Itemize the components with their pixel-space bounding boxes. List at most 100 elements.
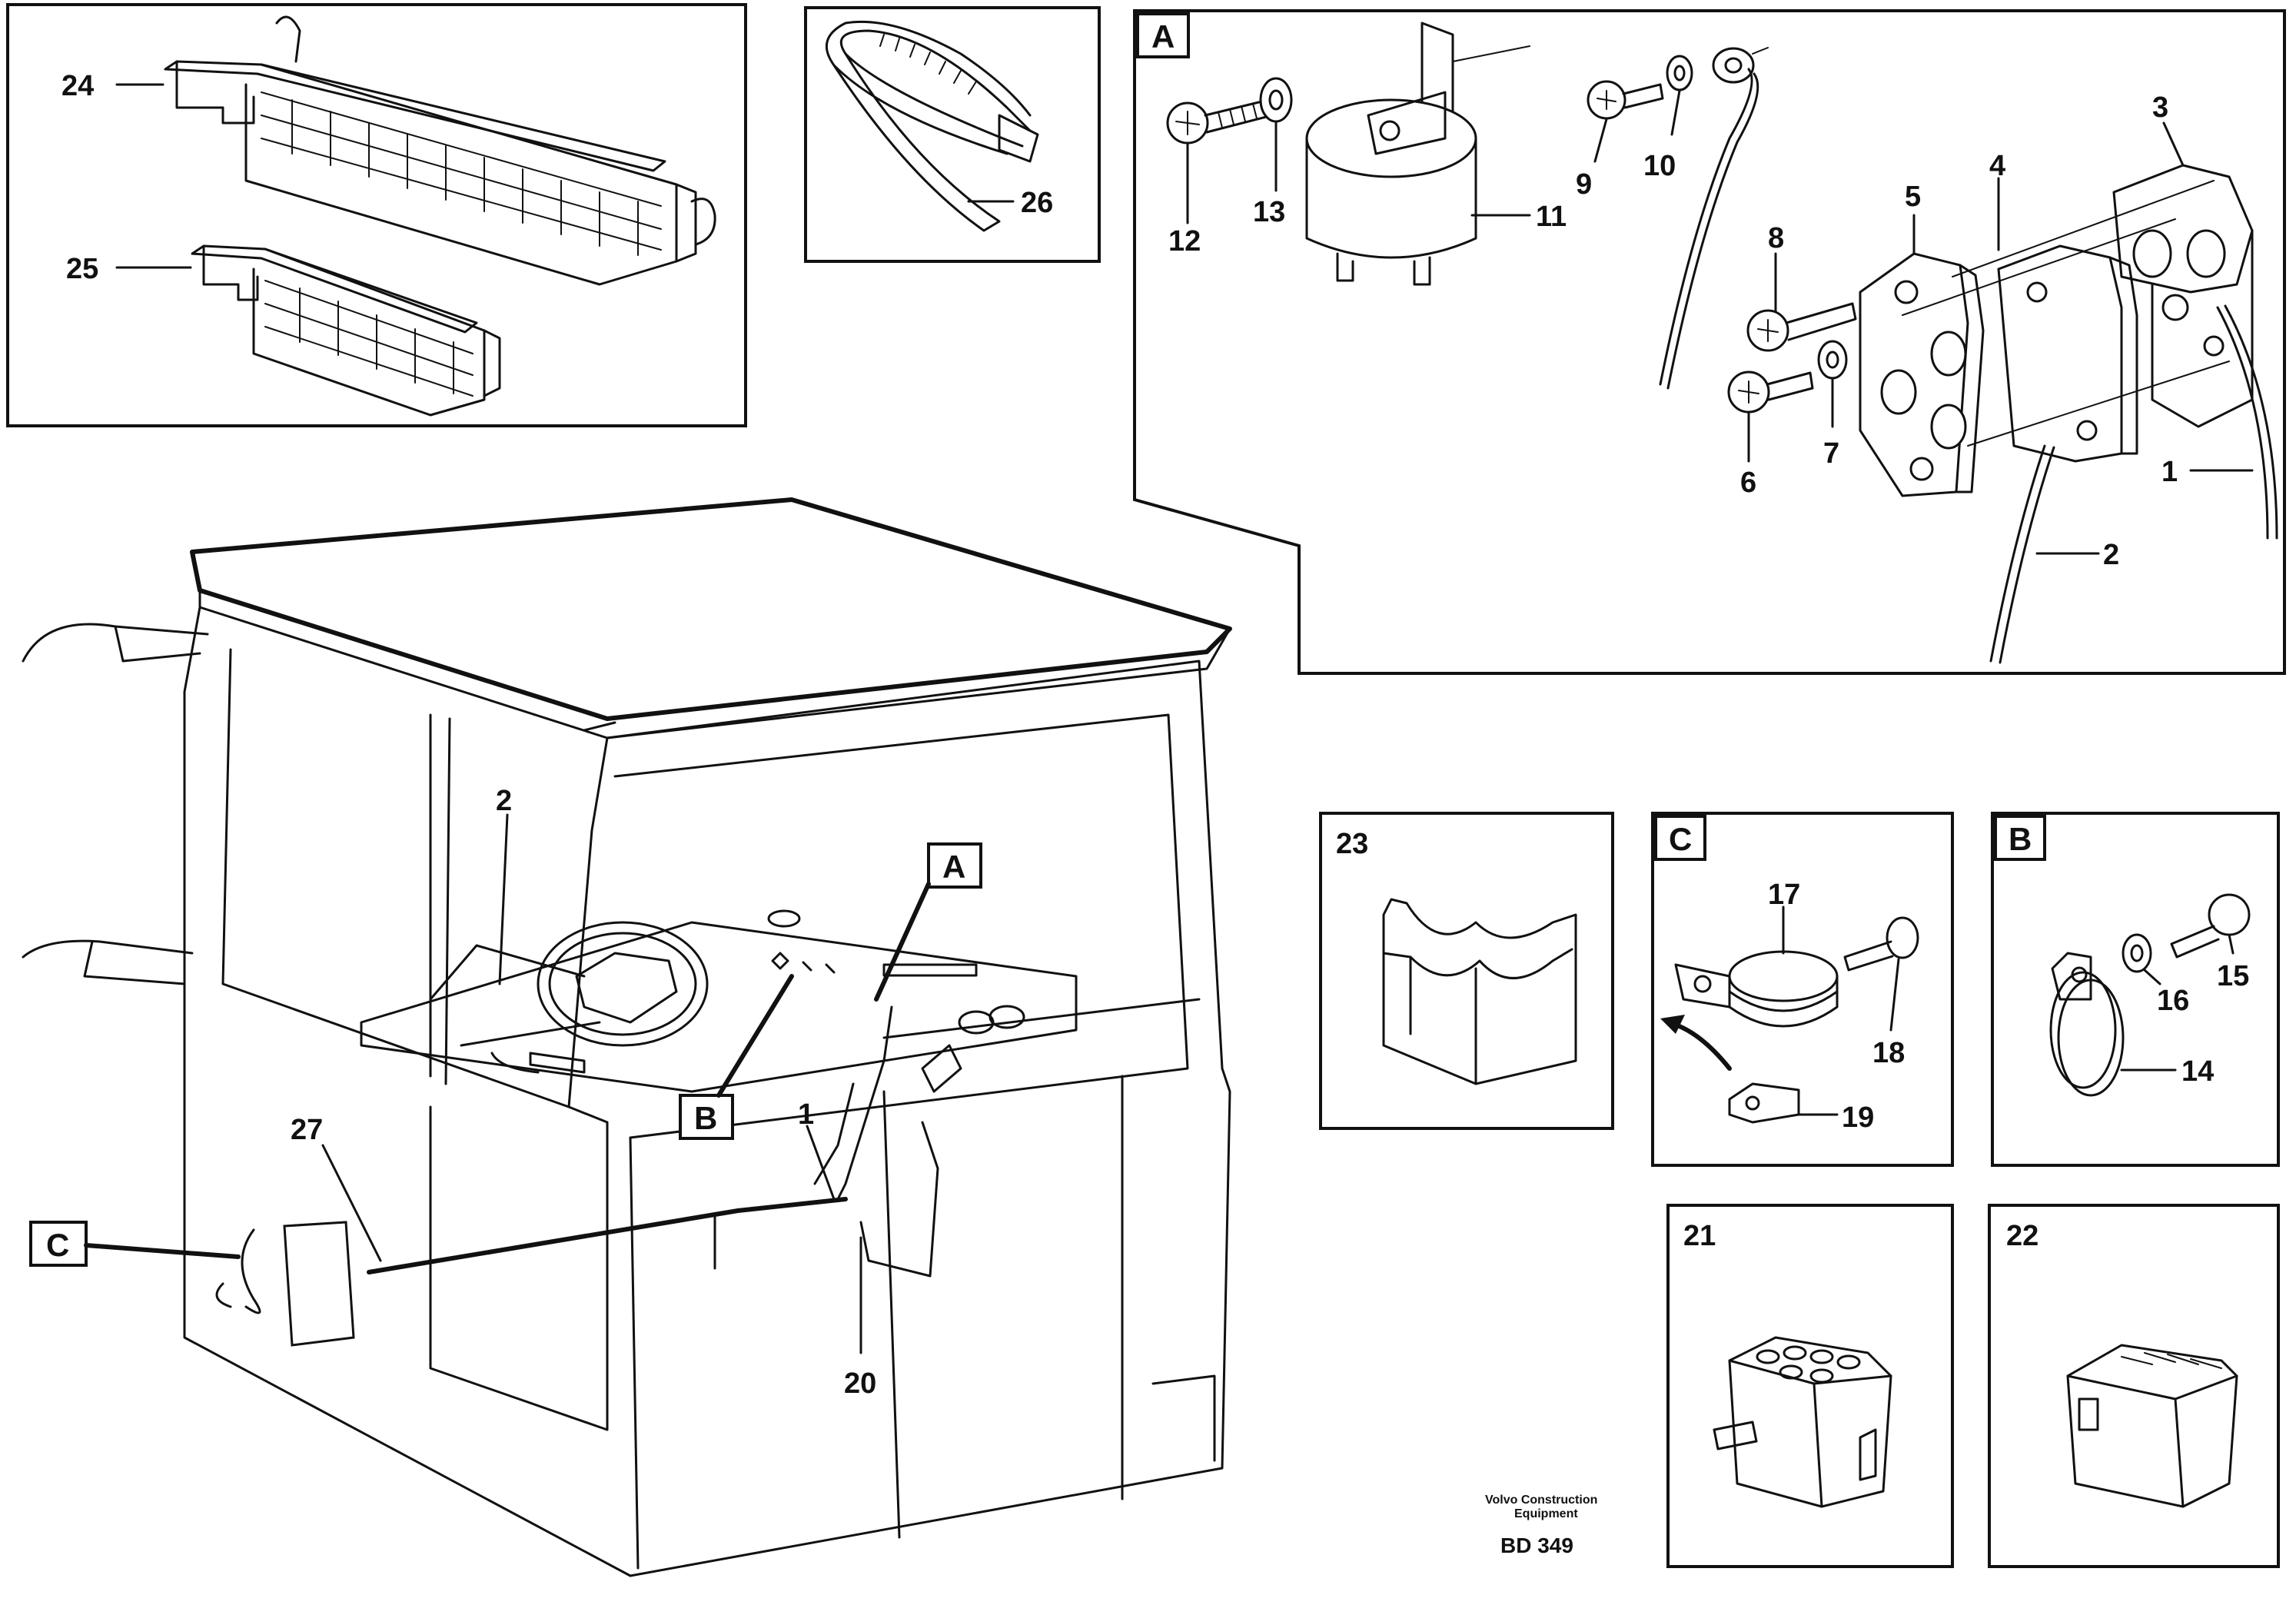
- panel-part-22: 22: [1988, 1204, 2280, 1568]
- washer-7-drawing: [1817, 340, 1848, 380]
- footer-company-line1: Volvo Construction: [1485, 1494, 1597, 1507]
- leader-tag-b: [716, 974, 794, 1098]
- spacer-4-drawing: [1997, 244, 2138, 463]
- detail-a-tag: [1136, 12, 1190, 58]
- screw-15-drawing: [2170, 893, 2251, 959]
- callout-2: 2: [2103, 539, 2119, 571]
- callout-11: 11: [1536, 201, 1567, 233]
- screw-8-drawing: [1746, 302, 1857, 352]
- leader-18: [1889, 958, 1900, 1032]
- callout-16: 16: [2157, 985, 2189, 1017]
- callout-21: 21: [1683, 1220, 1716, 1252]
- panel-detail-c: C 17 18 19: [1651, 812, 1954, 1167]
- detail-a-panel: A 12 13 11: [1133, 9, 2286, 675]
- callout-14: 14: [2181, 1055, 2214, 1088]
- panel-part-23: 23: [1319, 812, 1614, 1130]
- cab-tag-a: [927, 842, 982, 889]
- callout-24: 24: [61, 70, 94, 102]
- panel-frame: [1651, 812, 1954, 1167]
- callout-25: 25: [66, 253, 98, 285]
- panel-frame: [1666, 1204, 1954, 1568]
- callout-6: 6: [1740, 467, 1756, 499]
- connector-21-drawing: [1713, 1336, 1892, 1508]
- leader-15: [2228, 933, 2235, 955]
- callout-3: 3: [2152, 91, 2168, 124]
- footer-drawing-code: BD 349: [1500, 1534, 1573, 1557]
- callout-23: 23: [1336, 828, 1368, 860]
- clip-14-drawing: [2049, 952, 2125, 1097]
- plate-5-drawing: [1859, 252, 1985, 497]
- leader-27: [321, 1144, 382, 1262]
- callout-4: 4: [1989, 150, 2005, 182]
- screw-9-drawing: [1587, 80, 1664, 120]
- cab-tag-c: [29, 1221, 88, 1267]
- callout-cab-1: 1: [798, 1098, 814, 1131]
- footer: Volvo Construction Equipment BD 349: [1485, 1494, 1597, 1557]
- bracket-3-drawing: [1989, 164, 2278, 664]
- callout-22: 22: [2006, 1220, 2038, 1252]
- callout-cab-2: 2: [496, 785, 512, 817]
- panel-part-21: 21: [1666, 1204, 1954, 1568]
- screw-18-drawing: [1843, 916, 1919, 972]
- callout-18: 18: [1872, 1037, 1905, 1069]
- callout-8: 8: [1768, 222, 1784, 254]
- detail-b-label: B: [2009, 821, 2032, 857]
- washer-10-drawing: [1666, 55, 1693, 91]
- footer-company-line2: Equipment: [1514, 1507, 1578, 1520]
- detail-c-label: C: [1669, 821, 1692, 857]
- callout-27: 27: [291, 1114, 323, 1146]
- leader-tag-a: [874, 882, 931, 1002]
- screw-6-drawing: [1727, 371, 1814, 414]
- panel-frame: [1133, 9, 2286, 675]
- callout-26: 26: [1021, 187, 1053, 219]
- panel-frame: [804, 6, 1101, 263]
- washer-13-drawing: [1259, 77, 1293, 123]
- callout-1: 1: [2161, 456, 2178, 488]
- cab-drawing: [22, 497, 1232, 1577]
- panel-frame: [1319, 812, 1614, 1130]
- part-23-drawing: [1382, 898, 1577, 1085]
- callout-9: 9: [1576, 168, 1592, 201]
- panel-frame: [1988, 1204, 2280, 1568]
- callout-10: 10: [1643, 150, 1676, 182]
- detail-c-tag: [1654, 815, 1706, 861]
- connector-25-drawing: [191, 244, 501, 417]
- connector-22-drawing: [2066, 1344, 2238, 1508]
- panel-frame: [6, 3, 747, 427]
- leader-tag-c: [84, 1243, 241, 1259]
- callout-20: 20: [844, 1367, 876, 1400]
- leader-cab-2: [498, 813, 509, 985]
- nut-19-drawing: [1728, 1082, 1800, 1124]
- detail-b-tag: [1994, 815, 2046, 861]
- ring-terminal-drawing: [1659, 47, 1769, 390]
- cab-tag-b: [679, 1094, 734, 1140]
- callout-12: 12: [1168, 225, 1201, 258]
- washer-16-drawing: [2122, 933, 2152, 973]
- callout-19: 19: [1842, 1102, 1874, 1134]
- screw-12-drawing: [1166, 98, 1274, 145]
- panel-cable-tie-26: 26: [804, 6, 1101, 263]
- clamp-17-drawing: [1674, 950, 1839, 1028]
- callout-17: 17: [1768, 879, 1800, 911]
- panel-frame: [1991, 812, 2280, 1167]
- panel-connectors-24-25: 24 25: [6, 3, 747, 427]
- leader-9: [1593, 118, 1608, 163]
- relay-11-drawing: [1305, 22, 1530, 286]
- callout-13: 13: [1253, 196, 1285, 228]
- leader-10: [1670, 89, 1681, 136]
- leader-3: [2162, 121, 2185, 167]
- leader-cab-1: [806, 1125, 836, 1201]
- arrow-head: [1660, 1015, 1685, 1034]
- cab-tag-b-label: B: [694, 1100, 717, 1136]
- cab-tag-a-label: A: [942, 849, 965, 885]
- cable-tie-drawing: [826, 20, 1039, 232]
- callout-7: 7: [1823, 437, 1839, 470]
- connector-24-drawing: [164, 15, 716, 286]
- panel-detail-b: B 16 15 14: [1991, 812, 2280, 1167]
- cab-tag-c-label: C: [46, 1227, 69, 1263]
- callout-5: 5: [1905, 181, 1921, 213]
- leader-16: [2143, 969, 2161, 985]
- callout-15: 15: [2217, 960, 2249, 992]
